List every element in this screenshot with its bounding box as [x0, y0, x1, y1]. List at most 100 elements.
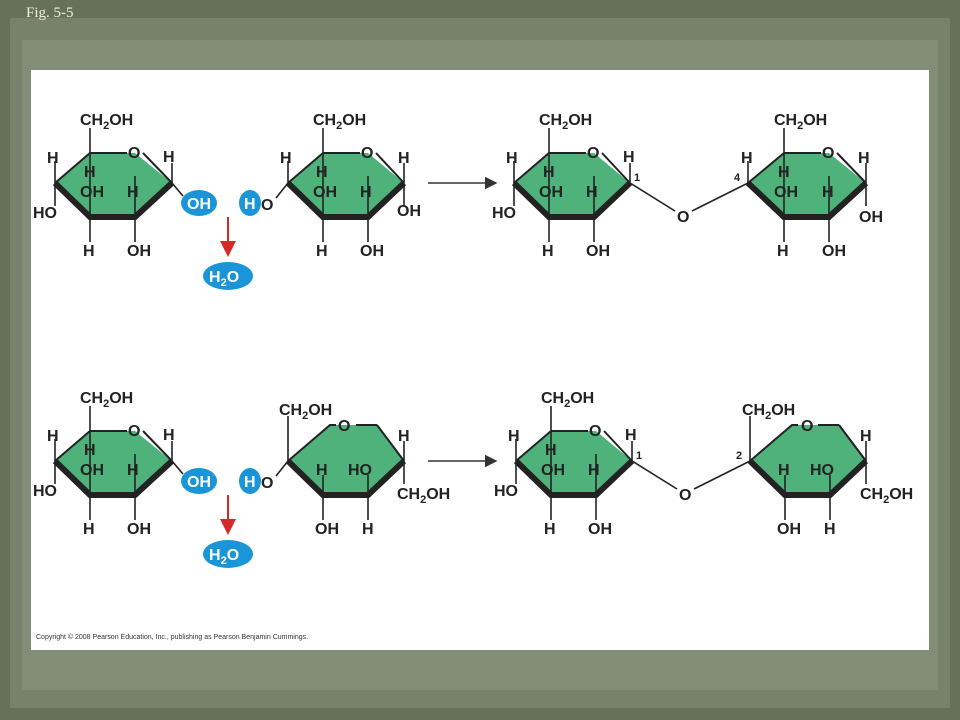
glucose-ring-6 [513, 406, 635, 520]
svg-text:OH: OH [127, 521, 151, 538]
svg-text:HO: HO [348, 462, 372, 479]
svg-text:CH2OH: CH2OH [774, 112, 827, 132]
svg-text:H: H [544, 521, 556, 538]
svg-text:H: H [316, 243, 328, 260]
svg-text:H: H [542, 243, 554, 260]
glucose-ring-2 [275, 128, 407, 242]
svg-text:OH: OH [80, 184, 104, 201]
svg-text:CH2OH: CH2OH [742, 402, 795, 422]
svg-text:4: 4 [734, 172, 741, 184]
svg-text:CH2OH: CH2OH [80, 390, 133, 410]
svg-text:OH: OH [859, 209, 883, 226]
svg-text:OH: OH [822, 243, 846, 260]
svg-text:CH2OH: CH2OH [80, 112, 133, 132]
svg-text:H: H [316, 164, 328, 181]
svg-text:H: H [398, 428, 410, 445]
svg-text:2: 2 [736, 450, 742, 462]
svg-text:O: O [128, 423, 140, 440]
svg-text:O: O [587, 145, 599, 162]
hydrogen-oval-1 [239, 190, 261, 216]
svg-text:OH: OH [777, 521, 801, 538]
svg-text:OH: OH [313, 184, 337, 201]
svg-text:OH: OH [360, 243, 384, 260]
svg-text:O: O [679, 487, 691, 504]
hydroxyl-oval-2 [181, 468, 217, 494]
svg-text:O: O [801, 418, 813, 435]
svg-text:H: H [508, 428, 520, 445]
fructose-ring-1 [275, 416, 407, 520]
svg-text:OH: OH [774, 184, 798, 201]
svg-text:H2O: H2O [209, 269, 239, 289]
svg-text:H: H [623, 149, 635, 166]
glucose-ring-5 [52, 406, 184, 520]
svg-text:OH: OH [397, 203, 421, 220]
figure-label: Fig. 5-5 [26, 5, 74, 21]
svg-text:H: H [127, 184, 139, 201]
svg-text:H: H [244, 474, 256, 491]
svg-text:O: O [361, 145, 373, 162]
fructose-ring-2 [747, 416, 869, 520]
svg-text:OH: OH [187, 196, 211, 213]
svg-text:HO: HO [33, 483, 57, 500]
svg-text:H: H [778, 462, 790, 479]
svg-text:O: O [338, 418, 350, 435]
svg-text:H: H [824, 521, 836, 538]
svg-text:H: H [360, 184, 372, 201]
svg-text:H: H [777, 243, 789, 260]
svg-text:HO: HO [494, 483, 518, 500]
svg-text:H: H [858, 150, 870, 167]
svg-text:H: H [506, 150, 518, 167]
svg-text:OH: OH [80, 462, 104, 479]
svg-text:OH: OH [127, 243, 151, 260]
svg-text:CH2OH: CH2OH [860, 486, 913, 506]
svg-text:H: H [588, 462, 600, 479]
svg-text:O: O [822, 145, 834, 162]
svg-text:H: H [47, 150, 59, 167]
glycosidic-bond-1-4 [629, 182, 676, 212]
svg-text:H: H [543, 164, 555, 181]
svg-text:CH2OH: CH2OH [539, 112, 592, 132]
svg-text:H: H [398, 150, 410, 167]
svg-text:OH: OH [588, 521, 612, 538]
svg-text:H: H [625, 427, 637, 444]
water-oval-1 [203, 262, 253, 290]
svg-text:CH2OH: CH2OH [313, 112, 366, 132]
svg-text:OH: OH [187, 474, 211, 491]
svg-text:H: H [316, 462, 328, 479]
hydrogen-oval-2 [239, 468, 261, 494]
svg-text:OH: OH [315, 521, 339, 538]
svg-text:O: O [261, 197, 273, 214]
svg-text:1: 1 [636, 450, 642, 462]
svg-text:HO: HO [33, 205, 57, 222]
glucose-ring-3 [511, 128, 633, 242]
svg-text:H: H [741, 150, 753, 167]
glucose-ring-1 [52, 128, 184, 242]
svg-text:H: H [84, 164, 96, 181]
svg-text:O: O [589, 423, 601, 440]
svg-text:H: H [362, 521, 374, 538]
svg-text:CH2OH: CH2OH [397, 486, 450, 506]
svg-text:O: O [128, 145, 140, 162]
svg-text:HO: HO [810, 462, 834, 479]
water-oval-2 [203, 540, 253, 568]
glucose-ring-4 [745, 128, 869, 242]
svg-text:H: H [163, 427, 175, 444]
svg-text:H: H [47, 428, 59, 445]
svg-text:1: 1 [634, 172, 640, 184]
svg-text:H: H [586, 184, 598, 201]
svg-text:CH2OH: CH2OH [279, 402, 332, 422]
svg-text:OH: OH [539, 184, 563, 201]
svg-text:O: O [677, 209, 689, 226]
svg-text:H: H [860, 428, 872, 445]
svg-text:H: H [244, 196, 256, 213]
svg-text:H: H [545, 442, 557, 459]
svg-text:H2O: H2O [209, 547, 239, 567]
hydroxyl-oval-1 [181, 190, 217, 216]
svg-text:OH: OH [541, 462, 565, 479]
svg-text:H: H [83, 243, 95, 260]
svg-text:H: H [163, 149, 175, 166]
svg-text:H: H [83, 521, 95, 538]
svg-text:O: O [261, 475, 273, 492]
svg-text:H: H [778, 164, 790, 181]
